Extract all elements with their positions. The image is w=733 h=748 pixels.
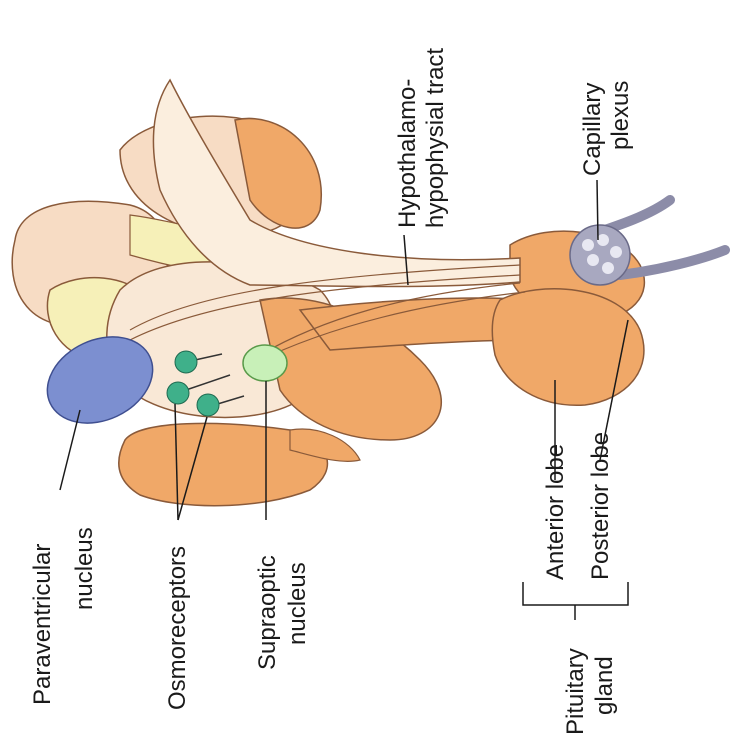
label-pituitary-2: gland [591, 656, 618, 715]
supraoptic-nucleus-shape [243, 345, 287, 381]
leader-paraventricular [60, 410, 80, 490]
label-paraventricular-1: Paraventricular [29, 544, 56, 705]
label-paraventricular-2: nucleus [71, 527, 98, 610]
label-anterior-lobe: Anterior lobe [542, 444, 569, 580]
capillary-plexus [570, 200, 725, 285]
osmoreceptor-cell [167, 382, 189, 404]
plexus-cell [597, 234, 609, 246]
label-supraoptic-1: Supraoptic [254, 555, 281, 670]
leader-capillary [597, 180, 598, 240]
label-posterior-lobe: Posterior lobe [587, 432, 614, 580]
label-hypothalamo-tract-1: Hypothalamo- [394, 79, 421, 228]
plexus-cell [582, 239, 594, 251]
label-hypothalamo-tract-2: hypophysial tract [422, 48, 449, 228]
pituitary-bracket [523, 582, 628, 605]
osmoreceptor-cell [175, 351, 197, 373]
plexus-cell [610, 246, 622, 258]
label-pituitary-1: Pituitary [562, 648, 589, 735]
brain-tissue [12, 116, 530, 506]
plexus-cell [602, 262, 614, 274]
label-osmoreceptors: Osmoreceptors [164, 546, 191, 710]
tract-band [153, 80, 520, 287]
label-capillary-2: plexus [607, 81, 634, 150]
label-supraoptic-2: nucleus [284, 562, 311, 645]
osmoreceptor-cell [197, 394, 219, 416]
label-capillary-1: Capillary [579, 83, 606, 176]
plexus-cell [587, 254, 599, 266]
